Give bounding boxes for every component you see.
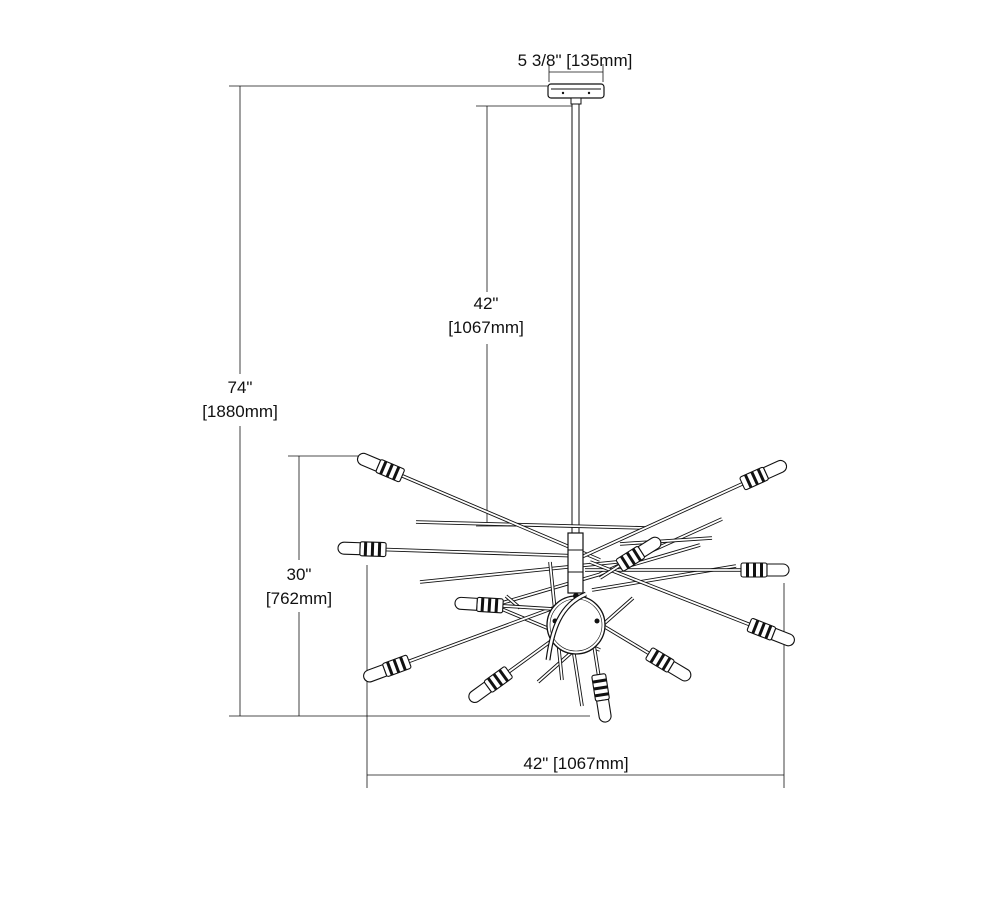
light-arm [589, 560, 795, 647]
canopy-width-label: 5 3/8" [135mm] [518, 51, 633, 70]
light-arms [337, 452, 795, 723]
overall-height-mm-label: [1880mm] [202, 402, 278, 421]
center-hub [545, 532, 606, 661]
decorative-rod [477, 543, 701, 612]
light-arm [599, 536, 662, 580]
stem-rod [571, 103, 580, 535]
light-arm [454, 596, 571, 614]
dimension-labels: 5 3/8" [135mm] 42" [1067mm] 74" [1880mm]… [202, 51, 632, 773]
fixture-width-label: 42" [1067mm] [523, 754, 628, 773]
light-arm [337, 541, 581, 558]
bulb-icon [363, 654, 412, 683]
canopy [547, 83, 605, 105]
bulb-icon [615, 536, 662, 572]
light-arm [356, 452, 601, 562]
bulb-icon [454, 596, 504, 614]
bulb-icon [591, 673, 612, 723]
bulb-icon [746, 618, 795, 647]
bulb-icon [468, 666, 513, 704]
bulb-icon [740, 562, 790, 578]
bulb-icon [645, 647, 692, 682]
decorative-rod [415, 520, 647, 530]
fixture-height-inch-label: 30" [287, 565, 312, 584]
decorative-rod [619, 536, 713, 546]
light-arm [363, 598, 576, 683]
fixture-height-mm-label: [762mm] [266, 589, 332, 608]
dimension-lines [229, 64, 785, 788]
chain-length-mm-label: [1067mm] [448, 318, 524, 337]
decorative-rod [419, 558, 637, 584]
decorative-rod [571, 647, 584, 707]
bulb-icon [356, 452, 405, 483]
overall-height-inch-label: 74" [228, 378, 253, 397]
light-arm [574, 459, 788, 562]
bulb-icon [337, 541, 387, 558]
chain-length-inch-label: 42" [474, 294, 499, 313]
bulb-icon [739, 459, 788, 491]
